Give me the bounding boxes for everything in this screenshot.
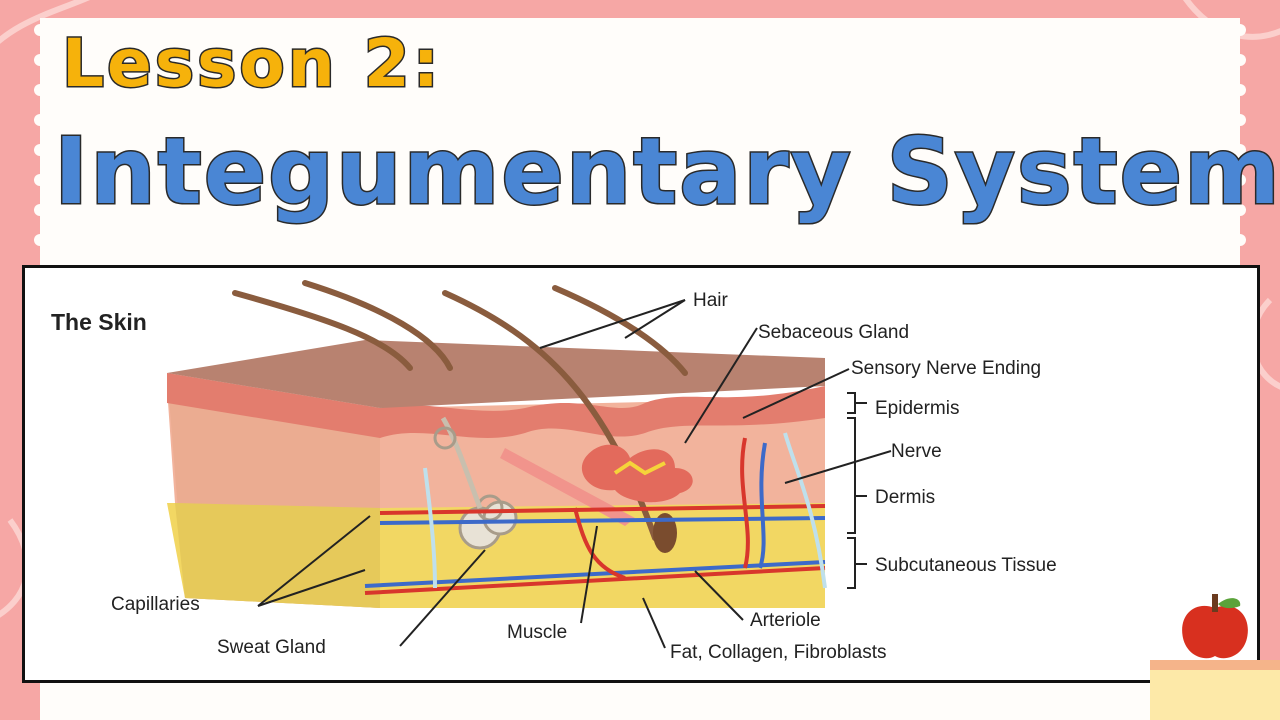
label-subcutaneous-tissue: Subcutaneous Tissue bbox=[875, 555, 1057, 576]
label-sebaceous-gland: Sebaceous Gland bbox=[758, 322, 909, 343]
epidermis-layer bbox=[167, 373, 825, 438]
diagram-heading: The Skin bbox=[51, 309, 147, 335]
label-muscle: Muscle bbox=[507, 622, 567, 643]
skin-cross-section-diagram: The Skin bbox=[51, 280, 1057, 663]
label-hair: Hair bbox=[693, 290, 729, 311]
hair-follicle bbox=[653, 513, 677, 553]
label-sensory-nerve-ending: Sensory Nerve Ending bbox=[851, 358, 1041, 379]
apple-on-book-icon bbox=[1150, 594, 1280, 720]
sebaceous-gland bbox=[581, 444, 693, 503]
label-nerve: Nerve bbox=[891, 441, 942, 462]
sweat-gland bbox=[433, 416, 518, 550]
lesson-topic-title: Integumentary System bbox=[53, 117, 1280, 227]
blood-vessels bbox=[364, 437, 826, 595]
skin-surface bbox=[167, 340, 825, 408]
skin-diagram-panel: The Skin bbox=[22, 265, 1260, 683]
label-sweat-gland: Sweat Gland bbox=[217, 637, 326, 658]
lesson-number-title: Lesson 2: bbox=[60, 24, 443, 104]
label-epidermis: Epidermis bbox=[875, 398, 959, 419]
label-capillaries: Capillaries bbox=[111, 594, 200, 615]
side-fat bbox=[175, 503, 380, 608]
label-arteriole: Arteriole bbox=[750, 610, 821, 631]
arrector-pili-muscle bbox=[500, 448, 635, 526]
leader-lines bbox=[257, 299, 892, 649]
label-fat-collagen-fibroblasts: Fat, Collagen, Fibroblasts bbox=[670, 642, 887, 663]
label-dermis: Dermis bbox=[875, 487, 935, 508]
nerves bbox=[423, 432, 827, 589]
